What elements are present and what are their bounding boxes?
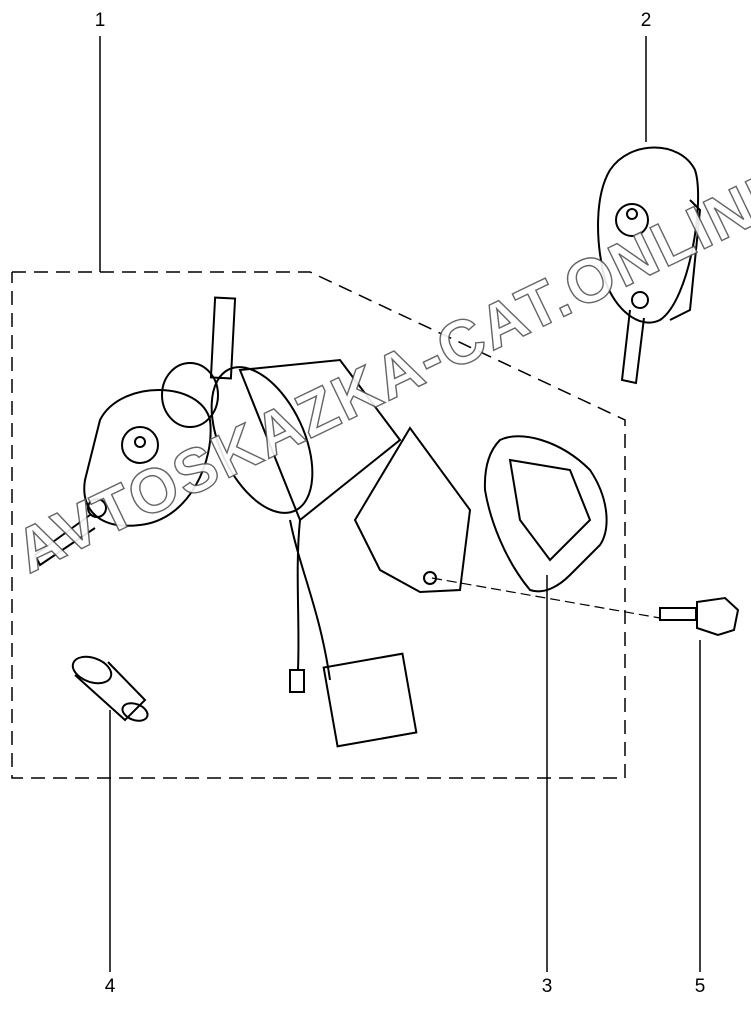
bracket-icon bbox=[483, 435, 608, 593]
callout-4: 4 bbox=[104, 976, 116, 997]
lock-cylinder-icon bbox=[71, 655, 149, 722]
callout-5: 5 bbox=[694, 976, 706, 997]
callout-1: 1 bbox=[94, 10, 106, 31]
callout-3: 3 bbox=[541, 976, 553, 997]
bolt-axis bbox=[431, 577, 661, 619]
assembly-boundary bbox=[11, 271, 626, 779]
bolt-icon bbox=[659, 596, 740, 637]
ignition-switch-icon bbox=[209, 296, 472, 748]
remote-key-icon bbox=[597, 146, 702, 385]
key-fob-icon bbox=[33, 362, 219, 567]
callout-2: 2 bbox=[640, 10, 652, 31]
